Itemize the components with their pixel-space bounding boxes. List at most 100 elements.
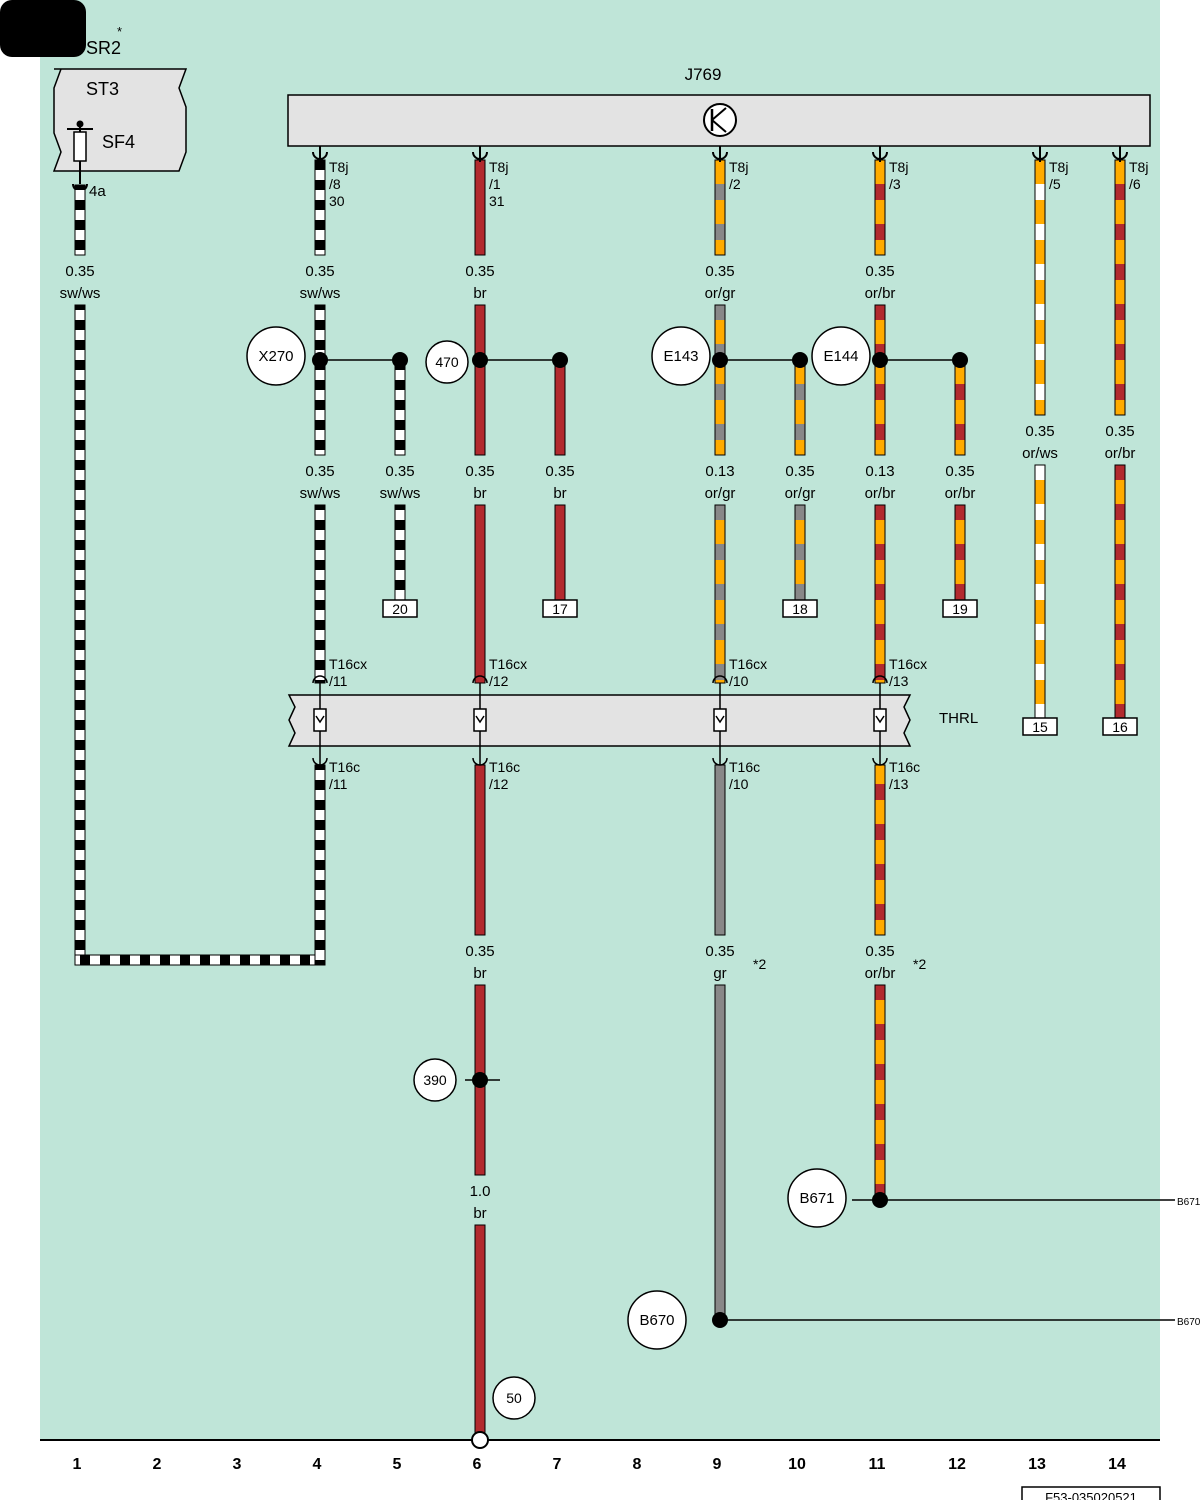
column-number: 9 — [713, 1456, 722, 1473]
junction-label: 390 — [423, 1072, 447, 1088]
wire-sw-ws — [394, 359, 406, 456]
reference-label: 17 — [552, 601, 568, 617]
junction-labels: X270 470 E143 E144 390 B671 B670 50 — [258, 348, 858, 1406]
wire-gauge: 0.35 — [865, 263, 894, 280]
unit-name: J769 — [685, 65, 722, 84]
pin-label: T16cx — [489, 656, 527, 672]
wire-or-br — [954, 359, 966, 456]
pin-label: 30 — [329, 193, 345, 209]
sf-label: SF4 — [102, 132, 135, 152]
reference-label: 15 — [1032, 719, 1048, 735]
wire-gauge: 0.35 — [1025, 423, 1054, 440]
wire-or-gr — [794, 504, 806, 601]
pin-label: T16cx — [889, 656, 927, 672]
wire-or-br — [874, 984, 886, 1201]
wire-or-br — [874, 304, 886, 456]
pin-label: /2 — [729, 176, 741, 192]
wire-sw-ws-horizontal — [74, 954, 326, 966]
junction-label: 470 — [435, 354, 459, 370]
pin-label: /3 — [889, 176, 901, 192]
connector-name: THRL — [939, 710, 978, 727]
column-number: 4 — [313, 1456, 322, 1473]
reference-label: 19 — [952, 601, 968, 617]
pin-label: T8j — [1129, 159, 1148, 175]
pin-label: T16c — [889, 759, 920, 775]
wire-gr — [714, 764, 726, 936]
pin-label: 31 — [489, 193, 505, 209]
pin-label: /12 — [489, 776, 509, 792]
transistor-icon — [703, 103, 737, 137]
column-number: 14 — [1108, 1456, 1126, 1473]
j769-pin-arcs — [312, 146, 1128, 162]
wire-color: br — [473, 965, 486, 982]
wire-color: sw/ws — [60, 285, 101, 302]
pin-label: T8j — [889, 159, 908, 175]
connector-pin-icons — [312, 675, 888, 766]
pin-label: T16c — [329, 759, 360, 775]
junction-label: 50 — [506, 1390, 522, 1406]
wire-or-gr — [714, 159, 726, 256]
column-number: 12 — [948, 1456, 966, 1473]
wire-sw-ws — [314, 764, 326, 966]
footnote-mark: *2 — [753, 956, 766, 972]
reference-labels: 20 17 18 19 15 16 — [392, 601, 1128, 735]
wire-color: or/ws — [1022, 445, 1058, 462]
pin-label: /1 — [489, 176, 501, 192]
connector-pin-labels: T16cx /11 T16cx /12 T16cx /10 T16cx /13 … — [329, 656, 927, 792]
splice-lines — [320, 359, 1175, 1321]
fuse-icon — [73, 131, 87, 162]
pin-label: T16cx — [329, 656, 367, 672]
wire-color: or/br — [1105, 445, 1136, 462]
reference-boxes — [382, 599, 1138, 736]
j769-pin-labels: T8j /8 30 T8j /1 31 T8j /2 T8j /3 T8j /5… — [329, 159, 1148, 209]
footer-code: F53-035020521 — [1045, 1490, 1137, 1500]
column-number: 2 — [153, 1456, 162, 1473]
st-label: ST3 — [86, 79, 119, 99]
junction-label: B671 — [799, 1190, 834, 1207]
wire-gauge: 0.13 — [705, 463, 734, 480]
column-number: 6 — [473, 1456, 482, 1473]
wire-gauge: 0.35 — [865, 943, 894, 960]
wire-or-ws — [1034, 464, 1046, 719]
pin-label: /10 — [729, 776, 749, 792]
pin-label: /12 — [489, 673, 509, 689]
wire-br — [474, 504, 486, 684]
wire-color: br — [473, 1205, 486, 1222]
reference-label: 20 — [392, 601, 408, 617]
wire-gauge: 0.35 — [785, 463, 814, 480]
wire-gauge: 0.35 — [945, 463, 974, 480]
wire-gauge: 0.35 — [705, 943, 734, 960]
wire-labels: 0.35 sw/ws 0.35 sw/ws 0.35 br 0.35 or/gr… — [60, 263, 1136, 1222]
wire-gauge: 0.35 — [545, 463, 574, 480]
pin-label: T16c — [489, 759, 520, 775]
reference-label: 16 — [1112, 719, 1128, 735]
pin-label: /10 — [729, 673, 749, 689]
wire-color: sw/ws — [380, 485, 421, 502]
wire-gauge: 0.13 — [865, 463, 894, 480]
wire-or-br — [874, 504, 886, 684]
wire-br — [474, 764, 486, 936]
pin-label: /5 — [1049, 176, 1061, 192]
pin-label: T8j — [329, 159, 348, 175]
wire-color: gr — [713, 965, 726, 982]
junction-label: E144 — [823, 348, 858, 365]
wire-or-br — [874, 159, 886, 256]
pin-label: T16c — [729, 759, 760, 775]
wire-color: or/br — [865, 285, 896, 302]
wire-gr — [714, 984, 726, 1321]
wire-gauge: 0.35 — [465, 463, 494, 480]
pin-label: /8 — [329, 176, 341, 192]
wire-or-gr — [794, 359, 806, 456]
wire-br — [554, 359, 566, 456]
wire-sw-ws — [74, 304, 86, 966]
fuse-holder: SR2 * ST3 SF4 4a — [52, 24, 188, 200]
column-numbers: 1 2 3 4 5 6 7 8 9 10 11 12 13 14 — [73, 1456, 1126, 1473]
wire-gauge: 0.35 — [705, 263, 734, 280]
pin-label: /6 — [1129, 176, 1141, 192]
column-number: 8 — [633, 1456, 642, 1473]
pin-label: /11 — [329, 673, 348, 689]
wire-sw-ws — [314, 304, 326, 456]
wire-gauge: 0.35 — [305, 263, 334, 280]
column-number: 3 — [233, 1456, 242, 1473]
wire-color: or/br — [945, 485, 976, 502]
